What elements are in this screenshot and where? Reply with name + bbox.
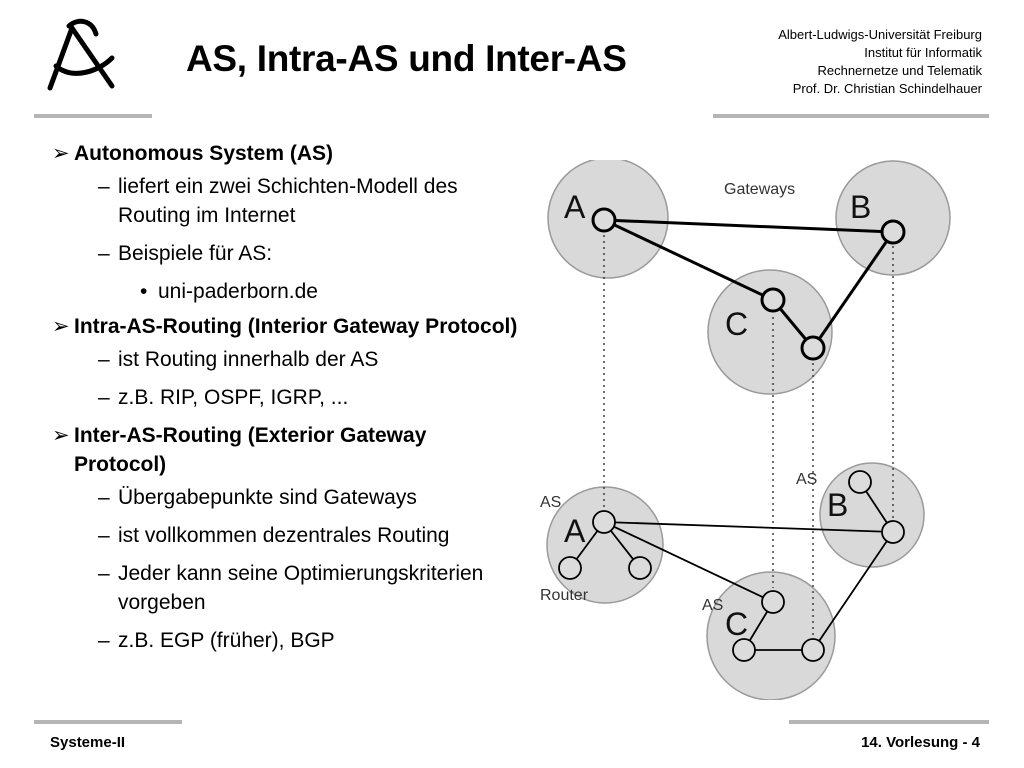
bullet-text: z.B. RIP, OSPF, IGRP, ... bbox=[118, 386, 349, 409]
footer-rule-left bbox=[34, 720, 182, 724]
as-b-upper-circle bbox=[835, 160, 951, 276]
section-heading: ➢ Inter-AS-Routing (Exterior Gateway Pro… bbox=[50, 421, 520, 479]
dash-bullet-icon: – bbox=[98, 175, 110, 198]
institution-line: Prof. Dr. Christian Schindelhauer bbox=[792, 81, 982, 96]
bullet-item: – ist vollkommen dezentrales Routing bbox=[50, 521, 520, 550]
bullet-text: uni-paderborn.de bbox=[158, 280, 318, 303]
as-a-lower-tag: AS bbox=[540, 494, 561, 511]
section-heading-text: Autonomous System (AS) bbox=[74, 142, 334, 165]
section-heading-text: Intra-AS-Routing (Interior Gateway Proto… bbox=[74, 315, 518, 338]
as-c-lower-circle bbox=[706, 571, 836, 700]
bullet-text: Jeder kann seine Optimierungskriterien v… bbox=[118, 562, 484, 614]
header-rule-right bbox=[713, 114, 989, 118]
as-c-upper-circle bbox=[707, 269, 833, 395]
as-c-lower-tag: AS bbox=[702, 597, 723, 614]
bullet-item: – ist Routing innerhalb der AS bbox=[50, 345, 520, 374]
page-title: AS, Intra-AS und Inter-AS bbox=[186, 38, 627, 79]
as-b-lower-tag: AS bbox=[796, 471, 817, 488]
dash-bullet-icon: – bbox=[98, 562, 110, 585]
dash-bullet-icon: – bbox=[98, 242, 110, 265]
gateways-label: Gateways bbox=[724, 181, 795, 198]
as-b-lower-label: B bbox=[827, 487, 848, 523]
slide-content: ➢ Autonomous System (AS) – liefert ein z… bbox=[50, 133, 520, 664]
header-rule-left bbox=[34, 114, 152, 118]
institution-line: Albert-Ludwigs-Universität Freiburg bbox=[778, 27, 982, 42]
as-a-upper-label: A bbox=[564, 189, 586, 225]
dash-bullet-icon: – bbox=[98, 486, 110, 509]
dot-bullet-icon: • bbox=[140, 280, 148, 303]
footer-rule-right bbox=[789, 720, 989, 724]
course-name: Systeme-II bbox=[50, 734, 126, 751]
section-heading-text: Inter-AS-Routing (Exterior Gateway Proto… bbox=[74, 424, 427, 476]
bullet-item: – liefert ein zwei Schichten-Modell des … bbox=[50, 172, 520, 230]
as-b-upper-label: B bbox=[850, 189, 871, 225]
router-nodes bbox=[558, 470, 905, 662]
arrow-bullet-icon: ➢ bbox=[52, 142, 70, 165]
bullet-text: liefert ein zwei Schichten-Modell des Ro… bbox=[118, 175, 458, 227]
section-heading: ➢ Autonomous System (AS) bbox=[50, 139, 520, 168]
dash-bullet-icon: – bbox=[98, 348, 110, 371]
bullet-text: ist vollkommen dezentrales Routing bbox=[118, 524, 450, 547]
slide-number: 14. Vorlesung - 4 bbox=[861, 734, 980, 751]
bullet-text: Beispiele für AS: bbox=[118, 242, 273, 265]
arrow-bullet-icon: ➢ bbox=[52, 424, 70, 447]
bullet-item: – z.B. EGP (früher), BGP bbox=[50, 626, 520, 655]
institution-line: Institut für Informatik bbox=[864, 45, 982, 60]
arrow-bullet-icon: ➢ bbox=[52, 315, 70, 338]
section-heading: ➢ Intra-AS-Routing (Interior Gateway Pro… bbox=[50, 312, 520, 341]
as-network-diagram: A B C Gateways A B C AS AS AS Router bbox=[540, 160, 951, 700]
bullet-item: – z.B. RIP, OSPF, IGRP, ... bbox=[50, 383, 520, 412]
as-c-upper-label: C bbox=[725, 306, 748, 342]
dash-bullet-icon: – bbox=[98, 629, 110, 652]
bullet-item: – Übergabepunkte sind Gateways bbox=[50, 483, 520, 512]
university-logo bbox=[47, 18, 115, 91]
as-a-lower-label: A bbox=[564, 513, 586, 549]
bullet-text: z.B. EGP (früher), BGP bbox=[118, 629, 335, 652]
as-c-lower-label: C bbox=[725, 606, 748, 642]
bullet-text: Übergabepunkte sind Gateways bbox=[118, 486, 417, 509]
institution-info: Albert-Ludwigs-Universität Freiburg Inst… bbox=[778, 26, 982, 98]
institution-line: Rechnernetze und Telematik bbox=[817, 63, 982, 78]
dash-bullet-icon: – bbox=[98, 524, 110, 547]
sub-bullet-item: • uni-paderborn.de bbox=[50, 277, 520, 306]
bullet-text: ist Routing innerhalb der AS bbox=[118, 348, 379, 371]
bullet-item: – Beispiele für AS: bbox=[50, 239, 520, 268]
gateway-nodes bbox=[591, 207, 906, 361]
bullet-item: – Jeder kann seine Optimierungskriterien… bbox=[50, 559, 520, 617]
router-label: Router bbox=[540, 587, 589, 604]
dash-bullet-icon: – bbox=[98, 386, 110, 409]
